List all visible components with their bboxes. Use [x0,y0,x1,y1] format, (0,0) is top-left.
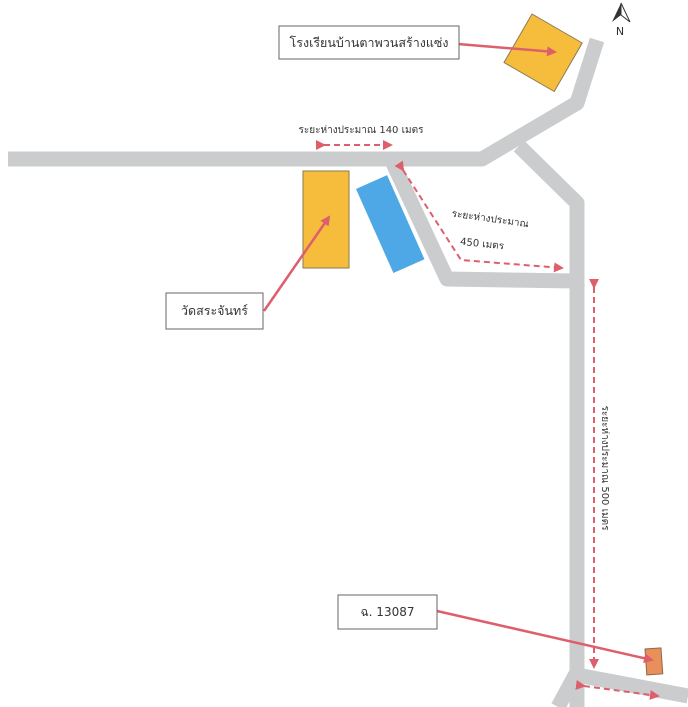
label-pointers [262,42,654,664]
temple-label: วัดสระจันทร์ [181,303,248,318]
road-main-horizontal [8,37,605,167]
house-number-label: ฉ. 13087 [361,605,415,619]
school-pointer [457,42,557,57]
temple-pointer [262,215,331,312]
road-bottom-left [551,668,584,707]
temple-label-box: วัดสระจันทร์ [165,292,264,330]
school-label-box: โรงเรียนบ้านตาพวนสร้างแซ่ง [278,25,460,60]
distance-label-500m: ระยะห่างประมาณ 500 เมตร [599,406,610,532]
distance-arrow-450m [394,160,564,273]
distance-arrow-bottom [575,679,660,700]
north-arrow-icon: N [612,2,631,38]
house-building [644,647,664,676]
distance-arrows [316,140,660,700]
distance-label-140m: ระยะห่างประมาณ 140 เมตร [299,125,425,136]
north-letter: N [616,25,624,38]
distance-label-450m-line2: 450 เมตร [460,237,506,253]
house-pointer [436,609,654,664]
school-building [503,13,583,93]
road-bottom-right [575,667,688,704]
school-label: โรงเรียนบ้านตาพวนสร้างแซ่ง [290,35,449,50]
house-label-box: ฉ. 13087 [337,594,438,630]
distance-label-450m-line1: ระยะห่างประมาณ [451,209,529,231]
